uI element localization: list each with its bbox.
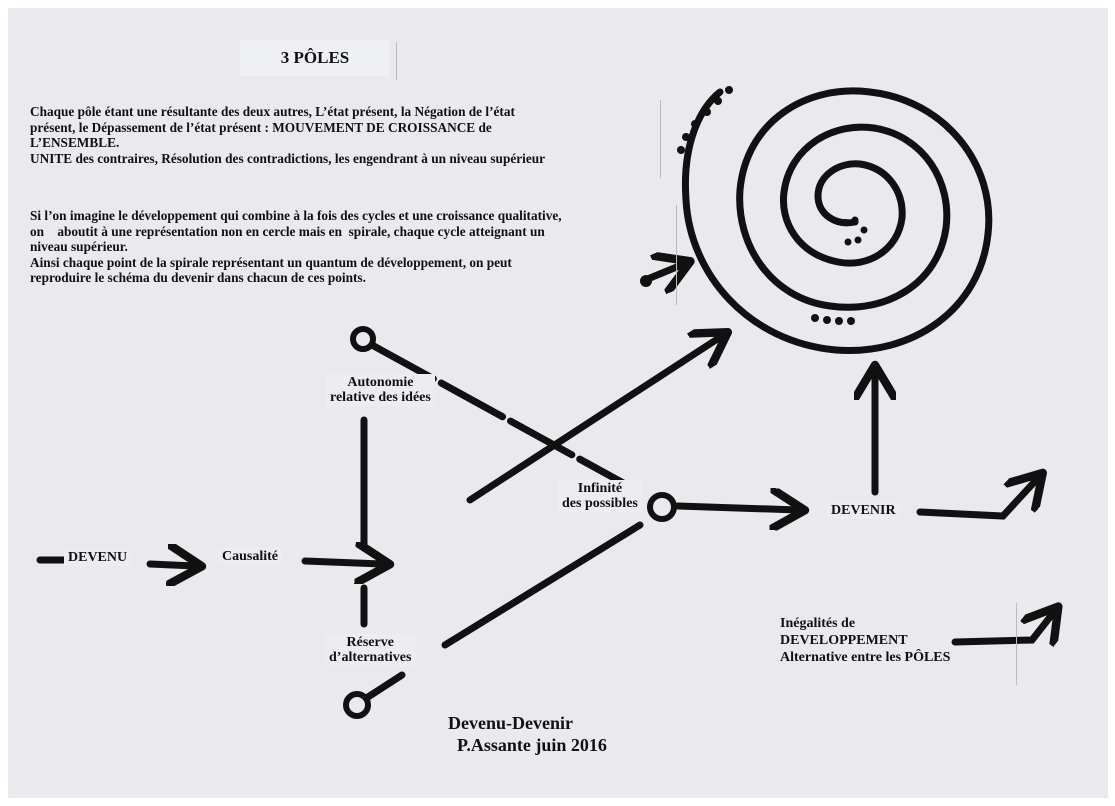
paste-line — [676, 205, 677, 305]
edge-devenu-to-causalite — [146, 564, 195, 566]
edge-to-spiral — [466, 336, 722, 504]
edge-top-to-infinite — [368, 341, 629, 488]
node-reserve: Réserve d’alternatives — [325, 634, 416, 667]
footer-caption: Devenu-Devenir P.Assante juin 2016 — [448, 713, 607, 755]
node-label: Inégalités de DEVELOPPEMENT Alternative … — [780, 616, 951, 665]
diagram-title: 3 PÔLES — [240, 40, 390, 76]
spiral-dots — [677, 86, 868, 325]
node-devenu: DEVENU — [64, 549, 132, 567]
paper-sheet — [8, 8, 1108, 798]
node-causalite: Causalité — [218, 548, 282, 566]
edge-inegalites-out — [951, 612, 1054, 642]
spiral-entry-arrow — [646, 264, 684, 278]
node-ring-infinite — [647, 492, 677, 522]
node-ring-bottom — [343, 691, 371, 719]
node-devenir: DEVENIR — [827, 502, 900, 520]
node-label: Réserve d’alternatives — [329, 635, 412, 666]
edge-devenir-out — [916, 478, 1038, 520]
paste-line — [1016, 603, 1017, 685]
edge-ring-bottom-tail — [364, 671, 406, 701]
edge-reserve-to-infinite — [441, 521, 644, 649]
node-ring-top — [350, 326, 376, 352]
node-inegalites: Inégalités de DEVELOPPEMENT Alternative … — [780, 615, 950, 666]
edge-causalite-out — [301, 561, 383, 564]
node-label: Autonomie relative des idées — [330, 375, 431, 406]
spiral-entry-dot — [640, 275, 652, 287]
spiral-paragraph: Si l’on imagine le développement qui com… — [30, 208, 562, 285]
node-label: Infinité des possibles — [562, 481, 638, 512]
paste-line — [660, 100, 661, 178]
node-infinite: Infinité des possibles — [558, 480, 642, 513]
edge-infinite-to-devenir — [674, 506, 798, 510]
intro-paragraph: Chaque pôle étant une résultante des deu… — [30, 104, 546, 166]
paste-line — [396, 42, 397, 80]
spiral — [681, 87, 993, 355]
node-autonomie: Autonomie relative des idées — [326, 374, 435, 407]
